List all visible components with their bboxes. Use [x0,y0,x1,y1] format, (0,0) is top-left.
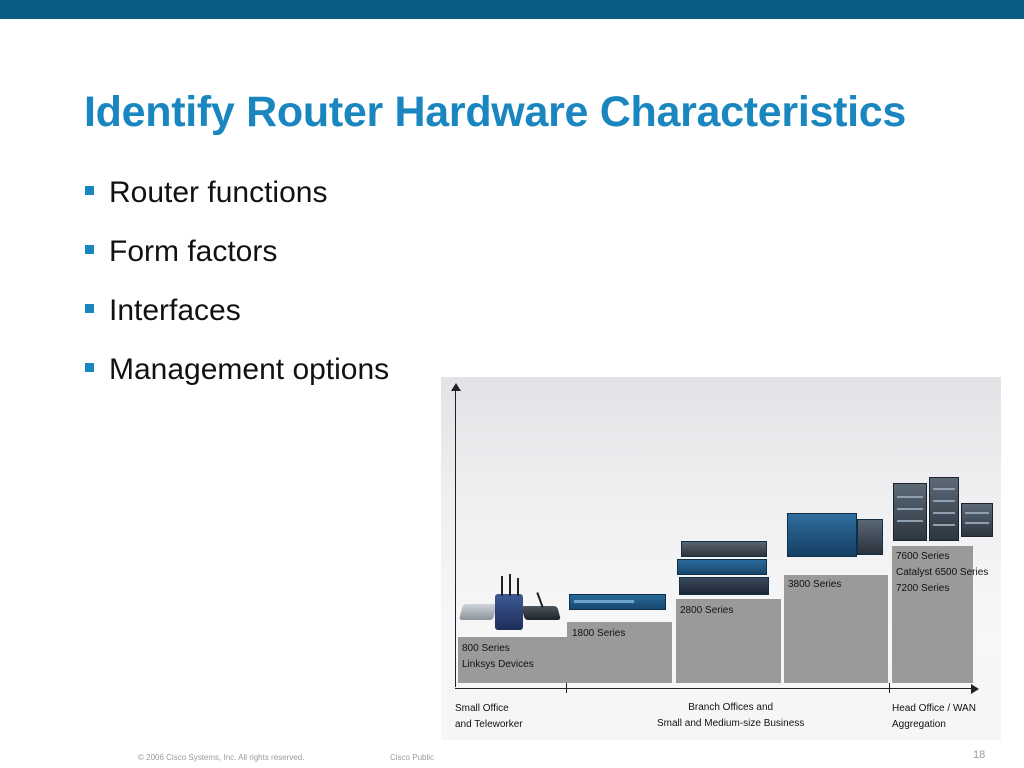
top-banner-bar [0,0,1024,19]
x-axis-arrow-icon [971,684,979,694]
step-label-line: 7600 Series [896,551,950,562]
segment-label-head-office: Head Office / WAN Aggregation [892,701,976,733]
segment-label-line: Small and Medium-size Business [657,718,805,729]
router-portfolio-diagram: 800 Series Linksys Devices 1800 Series 2… [441,377,1001,740]
x-axis [455,688,973,689]
linksys-router-image [458,574,561,634]
y-axis-arrow-icon [451,383,461,391]
7600-chassis-image [893,477,997,543]
step-label-line: Catalyst 6500 Series [896,567,989,578]
step-800-series: 800 Series Linksys Devices [458,637,567,683]
segment-label-line: Head Office / WAN [892,703,976,714]
bullet-item: Interfaces [84,294,389,353]
bullet-item: Management options [84,353,389,412]
step-7600-series: 7600 Series Catalyst 6500 Series 7200 Se… [892,546,988,683]
step-1800-series: 1800 Series [567,622,672,683]
bullet-text: Interfaces [109,294,241,327]
square-bullet-icon [85,245,94,254]
bullet-text: Router functions [109,176,328,209]
page-number: 18 [973,749,986,761]
step-label: 1800 Series [572,626,625,642]
1800-router-image [569,594,666,610]
step-3800-series: 3800 Series [784,575,888,683]
step-label-line: Linksys Devices [462,659,534,670]
segment-label-small-office: Small Office and Teleworker [455,701,523,733]
bullet-item: Router functions [84,176,389,235]
footer-classification: Cisco Public [390,753,435,762]
step-label: 2800 Series [680,603,733,619]
bullet-text: Management options [109,353,390,386]
footer-copyright: © 2006 Cisco Systems, Inc. All rights re… [138,753,305,762]
bullet-item: Form factors [84,235,389,294]
y-axis [455,387,456,687]
x-axis-tick [566,683,567,693]
segment-label-line: Small Office [455,703,509,714]
step-label: 3800 Series [788,577,841,593]
square-bullet-icon [85,304,94,313]
bullet-list: Router functions Form factors Interfaces… [84,176,389,412]
segment-label-line: Branch Offices and [688,702,774,713]
step-2800-series: 2800 Series [676,599,781,683]
step-label-line: 1800 Series [572,628,626,639]
2800-router-stack-image [677,539,771,597]
segment-label-line: Aggregation [892,719,946,730]
square-bullet-icon [85,363,94,372]
step-label-line: 2800 Series [680,605,734,616]
segment-label-branch-offices: Branch Offices and Small and Medium-size… [657,700,804,732]
slide-title: Identify Router Hardware Characteristics [84,88,906,136]
step-label: 7600 Series Catalyst 6500 Series 7200 Se… [896,549,988,597]
bullet-text: Form factors [109,235,278,268]
segment-label-line: and Teleworker [455,719,523,730]
step-label-line: 800 Series [462,643,510,654]
3800-router-image [787,513,885,561]
step-label-line: 7200 Series [896,583,950,594]
step-label-line: 3800 Series [788,579,842,590]
square-bullet-icon [85,186,94,195]
x-axis-tick [889,683,890,693]
step-label: 800 Series Linksys Devices [462,641,534,673]
